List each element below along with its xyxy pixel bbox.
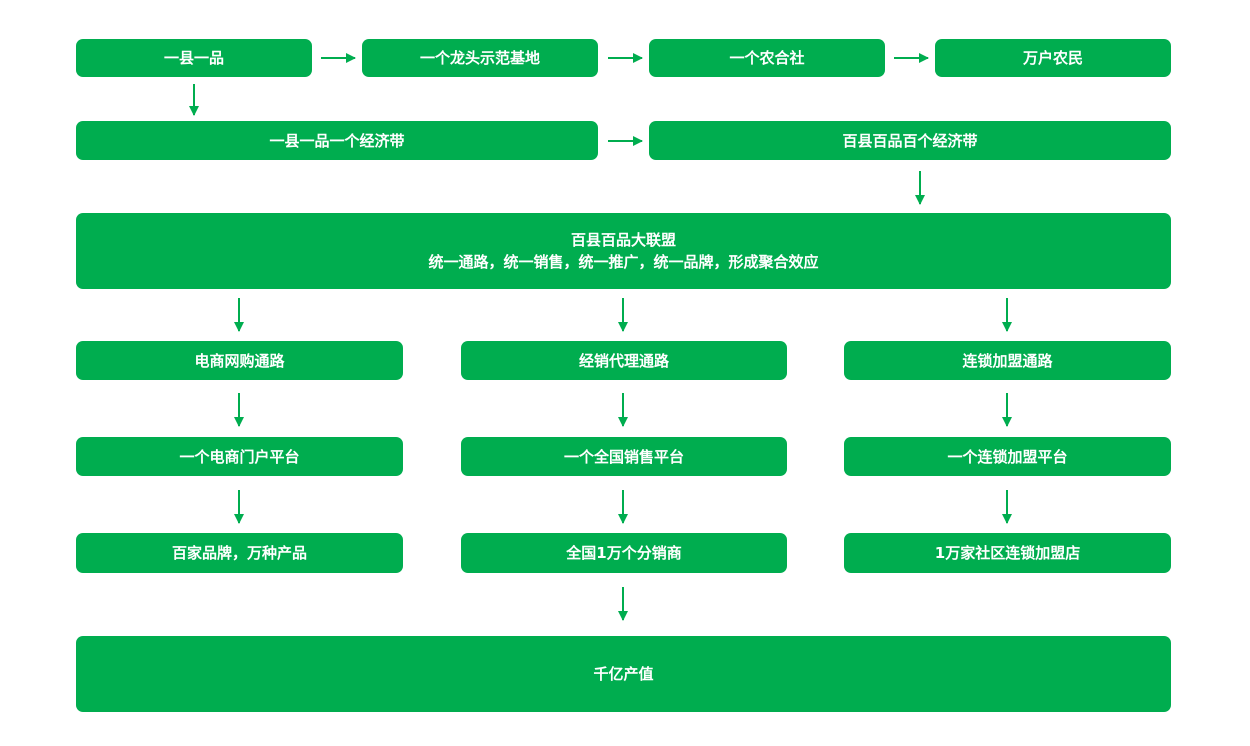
- ecommerce-result-label: 百家品牌，万种产品: [171, 544, 307, 562]
- distribution-channel-box: 经销代理通路: [461, 341, 787, 380]
- distribution-result-box: 全国1万个分销商: [461, 533, 787, 573]
- distribution-platform-box: 一个全国销售平台: [461, 437, 787, 476]
- franchise-platform-box: 一个连锁加盟平台: [844, 437, 1171, 476]
- county-product-label: 一县一品: [163, 49, 224, 67]
- ecommerce-platform-label: 一个电商门户平台: [179, 447, 300, 466]
- ecommerce-channel-label: 电商网购通路: [194, 351, 285, 370]
- alliance-box: 百县百品大联盟 统一通路，统一销售，统一推广，统一品牌，形成聚合效应: [76, 213, 1171, 289]
- output-value-box: 千亿产值: [76, 636, 1171, 712]
- cooperative-label: 一个农合社: [729, 49, 805, 67]
- leading-base-box: 一个龙头示范基地: [362, 39, 598, 77]
- farmers-box: 万户农民: [935, 39, 1171, 77]
- output-value-label: 千亿产值: [593, 665, 654, 683]
- franchise-platform-label: 一个连锁加盟平台: [947, 447, 1068, 466]
- county-product-box: 一县一品: [76, 39, 312, 77]
- franchise-channel-box: 连锁加盟通路: [844, 341, 1171, 380]
- alliance-title: 百县百品大联盟: [570, 231, 676, 249]
- ecommerce-result-box: 百家品牌，万种产品: [76, 533, 403, 573]
- ecommerce-platform-box: 一个电商门户平台: [76, 437, 403, 476]
- distribution-result-label: 全国1万个分销商: [566, 544, 682, 562]
- distribution-channel-label: 经销代理通路: [578, 351, 669, 370]
- farmers-label: 万户农民: [1022, 49, 1083, 67]
- franchise-result-box: 1万家社区连锁加盟店: [844, 533, 1171, 573]
- hundred-belts-label: 百县百品百个经济带: [842, 131, 978, 150]
- county-belt-box: 一县一品一个经济带: [76, 121, 598, 160]
- distribution-platform-label: 一个全国销售平台: [563, 447, 684, 466]
- county-belt-label: 一县一品一个经济带: [269, 131, 405, 150]
- franchise-channel-label: 连锁加盟通路: [962, 351, 1053, 370]
- cooperative-box: 一个农合社: [649, 39, 885, 77]
- franchise-result-label: 1万家社区连锁加盟店: [934, 544, 1081, 562]
- ecommerce-channel-box: 电商网购通路: [76, 341, 403, 380]
- leading-base-label: 一个龙头示范基地: [419, 49, 540, 67]
- hundred-belts-box: 百县百品百个经济带: [649, 121, 1171, 160]
- alliance-subtitle: 统一通路，统一销售，统一推广，统一品牌，形成聚合效应: [428, 253, 819, 271]
